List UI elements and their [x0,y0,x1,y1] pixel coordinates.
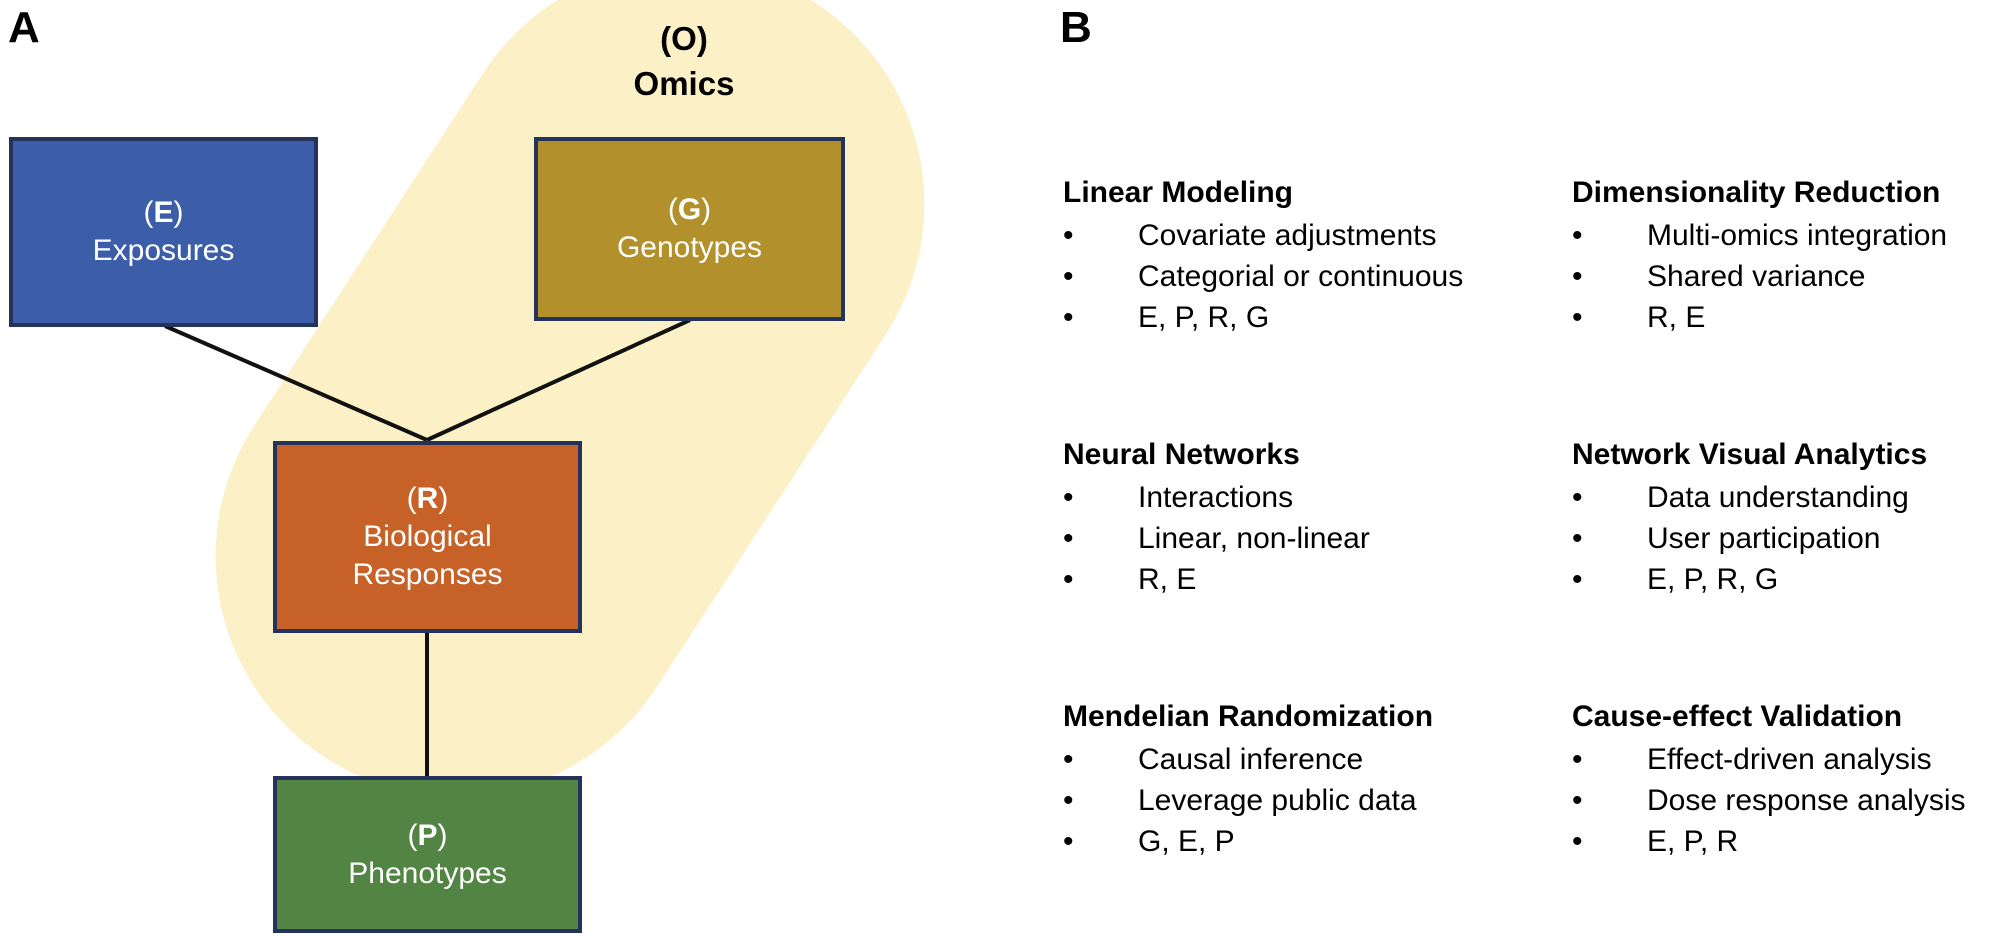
node-exposures-name: Exposures [92,234,235,267]
node-genotypes-name: Genotypes [616,231,763,264]
node-genotypes-symbol: (G) [667,193,712,226]
bullet-icon: • [1063,563,1074,596]
method-bullet: • Shared variance [1572,256,1995,297]
bullet-icon: • [1063,743,1074,776]
bullet-text: Categorial or continuous [1138,260,1464,293]
method-title: Cause-effect Validation [1572,700,1903,733]
bullet-text: Leverage public data [1138,784,1417,817]
node-phenotypes-name: Phenotypes [348,856,507,890]
bullet-icon: • [1572,301,1583,334]
bullet-icon: • [1572,563,1583,596]
method-bullet: • Leverage public data [1063,780,1533,821]
omics-name: Omics [633,65,735,102]
method-bullet: • Causal inference [1063,739,1533,780]
node-biological-responses-name-line2: Responses [352,558,503,591]
node-genotypes: (G) Genotypes [534,137,845,321]
node-biological-responses-symbol: (R) [406,482,449,515]
method-bullet: • E, P, R [1572,821,1995,862]
bullet-text: R, E [1647,301,1706,334]
bullet-icon: • [1572,219,1583,252]
method-bullet: • G, E, P [1063,821,1533,862]
method-bullet: • Linear, non-linear [1063,518,1533,559]
node-biological-responses-name: Biological [363,520,492,553]
bullet-text: Dose response analysis [1647,784,1966,817]
method-title: Dimensionality Reduction [1572,176,1941,209]
node-phenotypes: (P) Phenotypes [273,776,582,933]
method-dimensionality-reduction: Dimensionality Reduction • Multi-omics in… [1572,171,1995,338]
panel-b-label: B [1060,3,1092,52]
method-bullet: • Covariate adjustments [1063,215,1533,256]
bullet-icon: • [1063,481,1074,514]
bullet-text: G, E, P [1138,825,1235,858]
method-mendelian-randomization: Mendelian Randomization • Causal inferenc… [1063,695,1533,862]
bullet-text: Shared variance [1647,260,1866,293]
bullet-icon: • [1572,743,1583,776]
bullet-icon: • [1572,260,1583,293]
bullet-icon: • [1572,825,1583,858]
method-cause-effect-validation: Cause-effect Validation • Effect-driven a… [1572,695,1995,862]
method-bullet: • R, E [1063,559,1533,600]
node-exposures-symbol: (E) [143,196,184,229]
bullet-icon: • [1063,301,1074,334]
method-linear-modeling: Linear Modeling • Covariate adjustments •… [1063,171,1533,338]
bullet-icon: • [1572,522,1583,555]
bullet-icon: • [1063,784,1074,817]
bullet-icon: • [1572,784,1583,817]
method-title: Linear Modeling [1063,176,1294,209]
bullet-text: User participation [1647,522,1881,555]
method-title: Neural Networks [1063,438,1300,471]
method-bullet: • Dose response analysis [1572,780,1995,821]
method-bullet: • Multi-omics integration [1572,215,1995,256]
bullet-icon: • [1063,260,1074,293]
node-biological-responses: (R) Biological Responses [273,441,582,633]
bullet-text: E, P, R [1647,825,1739,858]
bullet-text: Linear, non-linear [1138,522,1370,555]
method-bullet: • Data understanding [1572,477,1995,518]
method-title: Network Visual Analytics [1572,438,1928,471]
method-neural-networks: Neural Networks • Interactions • Linear, n… [1063,433,1533,600]
omics-label: (O) Omics [534,16,834,106]
bullet-text: Multi-omics integration [1647,219,1948,252]
node-exposures: (E) Exposures [9,137,318,327]
method-bullet: • Categorial or continuous [1063,256,1533,297]
method-bullet: • R, E [1572,297,1995,338]
bullet-icon: • [1063,825,1074,858]
bullet-text: Data understanding [1647,481,1909,514]
bullet-icon: • [1063,219,1074,252]
method-bullet: • Effect-driven analysis [1572,739,1995,780]
method-bullet: • User participation [1572,518,1995,559]
bullet-text: R, E [1138,563,1197,596]
bullet-text: Interactions [1138,481,1294,514]
method-bullet: • E, P, R, G [1063,297,1533,338]
method-bullet: • E, P, R, G [1572,559,1995,600]
bullet-text: Causal inference [1138,743,1364,776]
method-title: Mendelian Randomization [1063,700,1434,733]
bullet-icon: • [1572,481,1583,514]
bullet-text: E, P, R, G [1647,563,1779,596]
bullet-text: Effect-driven analysis [1647,743,1932,776]
node-phenotypes-symbol: (P) [407,818,448,852]
method-network-visual-analytics: Network Visual Analytics • Data understan… [1572,433,1995,600]
bullet-text: Covariate adjustments [1138,219,1437,252]
bullet-text: E, P, R, G [1138,301,1270,334]
method-bullet: • Interactions [1063,477,1533,518]
panel-a-label: A [8,3,40,52]
bullet-icon: • [1063,522,1074,555]
omics-symbol: (O) [660,20,708,57]
